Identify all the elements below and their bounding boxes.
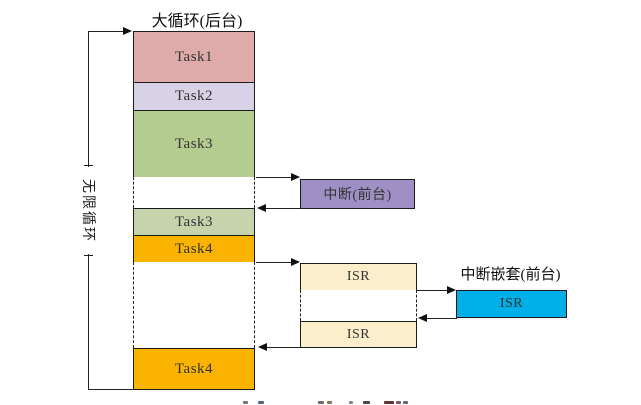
arrow-line-to-interrupt xyxy=(256,177,292,178)
loop-top-arrowhead-icon xyxy=(123,27,132,35)
return-line-from-nested-isr xyxy=(427,318,457,319)
arrow-line-to-nested-isr xyxy=(417,290,448,291)
task-block-task3-first: Task3 xyxy=(133,110,255,178)
column-suspended-gap-2 xyxy=(133,262,255,348)
return-line-from-isr-lower xyxy=(267,347,300,348)
return-line-from-interrupt xyxy=(266,208,300,209)
interrupt-foreground-box: 中断(前台) xyxy=(300,179,415,209)
isr-suspended-gap xyxy=(300,290,417,321)
loop-top-line xyxy=(88,31,123,32)
loop-label-top-tick xyxy=(84,165,93,166)
loop-bottom-line xyxy=(88,389,134,390)
arrow-line-to-isr-upper xyxy=(256,262,292,263)
arrowhead-return-isr-lower-icon xyxy=(258,343,267,351)
arrowhead-to-isr-upper-icon xyxy=(291,258,300,266)
column-suspended-gap-1 xyxy=(133,177,255,208)
arrowhead-to-interrupt-icon xyxy=(291,173,300,181)
task-block-task2: Task2 xyxy=(133,82,255,111)
arrowhead-to-nested-isr-icon xyxy=(447,286,456,294)
loop-label-bottom-tick xyxy=(84,255,93,256)
arrowhead-return-interrupt-icon xyxy=(257,204,266,212)
task-block-task4-second: Task4 xyxy=(133,348,255,390)
nested-isr-box: ISR xyxy=(456,290,567,318)
infinite-loop-label: 无限循环 xyxy=(76,167,101,254)
isr-upper-box: ISR xyxy=(300,263,417,291)
nested-interrupt-caption: 中断嵌套(前台) xyxy=(460,267,561,283)
arrowhead-return-nested-isr-icon xyxy=(418,314,427,322)
isr-lower-box: ISR xyxy=(300,321,417,348)
task-block-task4-first: Task4 xyxy=(133,235,255,263)
main-loop-title: 大循环(后台) xyxy=(151,13,243,30)
task-block-task3-second: Task3 xyxy=(133,208,255,236)
task-block-task1: Task1 xyxy=(133,31,255,83)
